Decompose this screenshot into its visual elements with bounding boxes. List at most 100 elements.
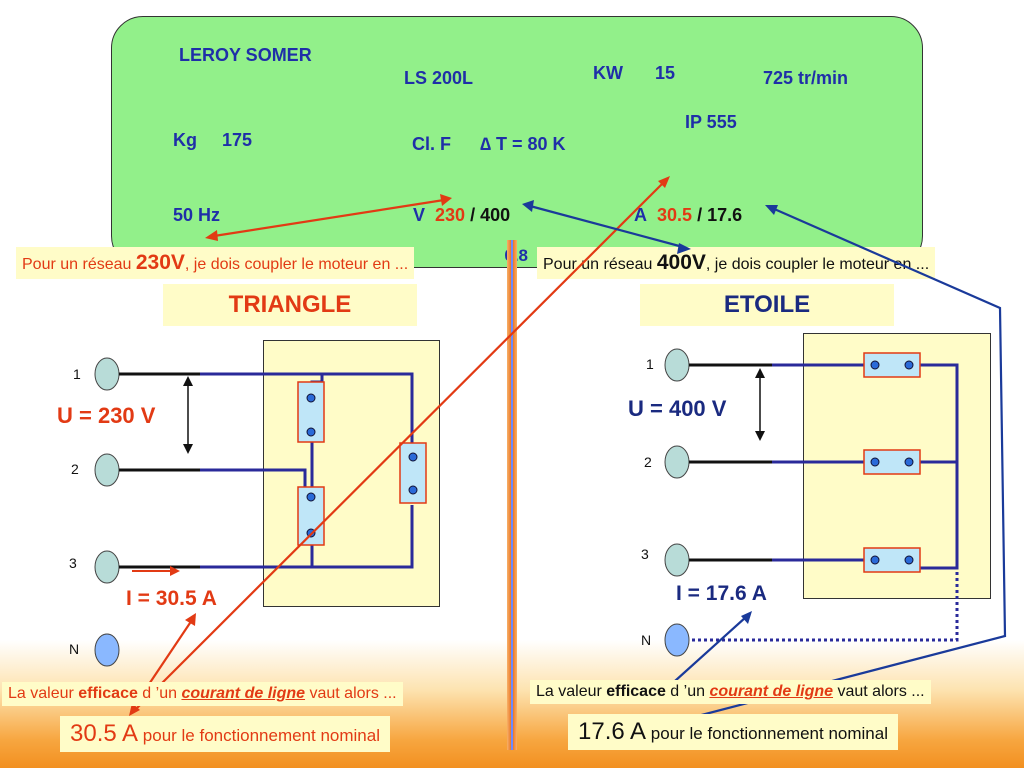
right-terminal-n <box>664 623 690 657</box>
left-question: Pour un réseau 230V, je dois coupler le … <box>16 247 415 279</box>
right-question-post: , je dois coupler le moteur en ... <box>705 256 930 273</box>
right-terminal-3 <box>664 543 690 577</box>
left-result-value: 30.5 A <box>70 720 139 747</box>
current-star: 17.6 <box>707 205 743 225</box>
left-terminal-1-label: 1 <box>73 366 81 382</box>
star-winding-3-left-dot <box>870 555 880 565</box>
protection-index: IP 555 <box>685 112 737 132</box>
right-current-label: I = 17.6 A <box>676 582 767 605</box>
left-terminal-3-label: 3 <box>69 555 77 571</box>
triangle-winding-3-top-dot <box>408 452 418 462</box>
current-triangle: 30.5 <box>657 205 693 225</box>
current-rating: A 30.5 / 17.6 <box>634 205 742 226</box>
left-voltage-arrowhead-bottom <box>183 444 193 454</box>
right-question-value: 400V <box>656 251 706 274</box>
temperature-rise: ∆ T = 80 K <box>480 134 566 154</box>
star-arrowhead-current <box>741 611 752 624</box>
star-wiring <box>772 363 959 570</box>
voltage-label: V <box>413 205 426 225</box>
triangle-winding-2-top-dot <box>306 492 316 502</box>
center-divider-line <box>511 240 513 750</box>
left-result: 30.5 A pour le fonctionnement nominal <box>60 716 390 752</box>
left-efficace-text: La valeur efficace d ’un courant de lign… <box>2 682 403 706</box>
left-result-text: pour le fonctionnement nominal <box>138 726 380 745</box>
model: LS 200L <box>404 68 474 88</box>
left-terminal-3 <box>94 550 120 584</box>
left-efficace-pre: La valeur <box>8 685 79 702</box>
left-efficace-bold: efficace <box>78 685 138 702</box>
right-question: Pour un réseau 400V, je dois coupler le … <box>537 247 936 279</box>
right-result-text: pour le fonctionnement nominal <box>646 724 888 743</box>
voltage-separator: / <box>470 205 476 225</box>
neutral-dotted-link <box>692 568 959 642</box>
star-arrowhead-voltage-right <box>677 243 691 254</box>
left-current-arrowhead <box>170 566 180 576</box>
star-winding-1-left-dot <box>870 360 880 370</box>
current-separator: / <box>697 205 703 225</box>
star-winding-2-left-dot <box>870 457 880 467</box>
speed: 725 tr/min <box>763 68 849 88</box>
left-terminal-1 <box>94 357 120 391</box>
weight-label: Kg <box>173 130 197 150</box>
right-result: 17.6 A pour le fonctionnement nominal <box>568 714 898 750</box>
star-winding-1-right-dot <box>904 360 914 370</box>
triangle-winding-1-bottom-dot <box>306 427 316 437</box>
left-efficace-mid: d ’un <box>137 685 182 702</box>
triangle-arrowhead-voltage-left <box>205 230 218 241</box>
star-title: ETOILE <box>640 284 894 326</box>
right-efficace-mid: d ’un <box>665 683 710 700</box>
voltage-triangle: 230 <box>435 205 466 225</box>
right-voltage-arrowhead-top <box>755 368 765 378</box>
left-efficace-emphasis: courant de ligne <box>181 685 306 702</box>
right-voltage-label: U = 400 V <box>628 396 727 421</box>
triangle-arrowhead-voltage-right <box>440 194 452 206</box>
star-arrowhead-voltage-left <box>522 200 534 212</box>
right-terminal-n-label: N <box>641 632 652 648</box>
right-efficace-post: vaut alors ... <box>833 683 925 700</box>
frequency: 50 Hz <box>173 205 221 225</box>
left-terminal-n-label: N <box>69 641 80 657</box>
left-terminal-2-label: 2 <box>71 461 79 477</box>
star-winding-2-right-dot <box>904 457 914 467</box>
voltage-rating: V 230 / 400 <box>413 205 510 226</box>
triangle-arrowhead-result <box>129 703 140 716</box>
triangle-winding-3-bottom-dot <box>408 485 418 495</box>
weight-value: 175 <box>222 130 253 150</box>
right-terminal-3-label: 3 <box>641 546 649 562</box>
brand: LEROY SOMER <box>179 45 312 65</box>
right-terminal-2 <box>664 445 690 479</box>
left-terminal-2 <box>94 453 120 487</box>
right-terminal-1 <box>664 348 690 382</box>
right-efficace-emphasis: courant de ligne <box>709 683 834 700</box>
right-efficace-bold: efficace <box>606 683 666 700</box>
star-winding-3-right-dot <box>904 555 914 565</box>
right-efficace-text: La valeur efficace d ’un courant de lign… <box>530 680 931 704</box>
power-label: KW <box>593 63 623 83</box>
motor-nameplate <box>111 16 923 268</box>
right-voltage-arrowhead-bottom <box>755 431 765 441</box>
triangle-winding-1-top-dot <box>306 393 316 403</box>
left-efficace-post: vaut alors ... <box>305 685 397 702</box>
left-question-value: 230V <box>135 251 185 274</box>
left-question-post: , je dois coupler le moteur en ... <box>184 256 409 273</box>
voltage-star: 400 <box>480 205 511 225</box>
star-arrowhead-current-top <box>765 205 778 215</box>
insulation-class: Cl. F <box>412 134 451 154</box>
left-voltage-label: U = 230 V <box>57 403 156 428</box>
right-question-pre: Pour un réseau <box>543 256 657 273</box>
power-value: 15 <box>655 63 676 83</box>
right-terminal-2-label: 2 <box>644 454 652 470</box>
left-voltage-arrowhead-top <box>183 376 193 386</box>
triangle-arrowhead-current <box>185 613 196 626</box>
right-terminal-1-label: 1 <box>646 356 654 372</box>
triangle-annotation-arrows <box>132 181 665 713</box>
star-annotation-arrows <box>529 204 1007 727</box>
left-current-label: I = 30.5 A <box>126 587 217 610</box>
right-efficace-pre: La valeur <box>536 683 607 700</box>
left-question-pre: Pour un réseau <box>22 256 136 273</box>
triangle-arrowhead-current-top <box>658 176 670 188</box>
left-terminal-n <box>94 633 120 667</box>
right-result-value: 17.6 A <box>578 718 647 745</box>
triangle-title: TRIANGLE <box>163 284 417 326</box>
